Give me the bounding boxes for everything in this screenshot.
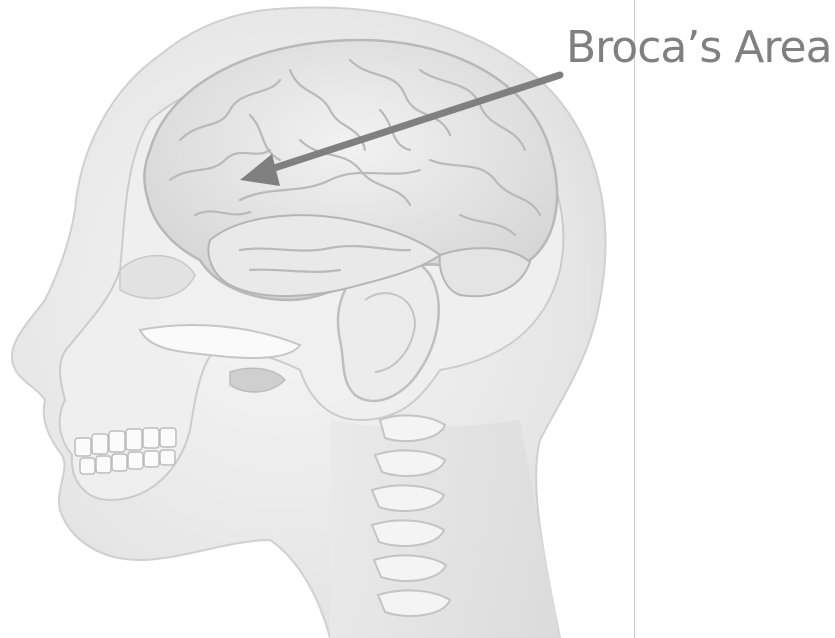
divider-line <box>634 0 635 638</box>
brocas-area-label: Broca’s Area <box>566 26 832 70</box>
